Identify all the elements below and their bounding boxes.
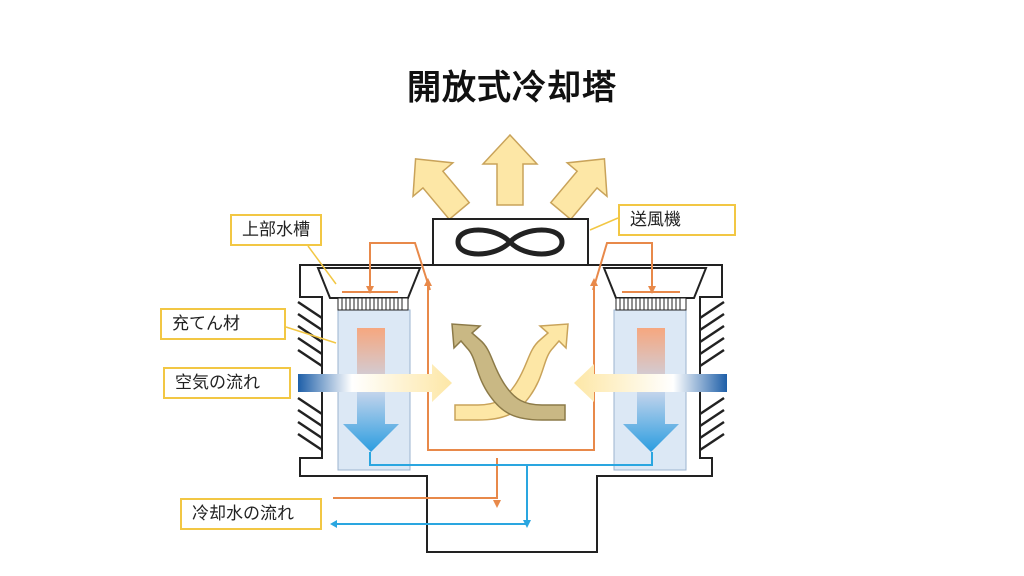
infinity-fan-icon: [455, 227, 565, 257]
callout-fill: 充てん材: [160, 308, 286, 340]
up-right-arrow-icon: [549, 158, 608, 221]
tower-structure: [299, 264, 723, 553]
left-arrow-icon: [574, 364, 727, 402]
exhaust-arrows: [412, 133, 608, 221]
callout-air-flow: 空気の流れ: [163, 367, 291, 399]
page-title: 開放式冷却塔: [407, 68, 617, 108]
left-air-intake: [298, 364, 452, 402]
callout-upper-tank: 上部水槽: [230, 214, 322, 246]
callout-water-flow: 冷却水の流れ: [180, 498, 322, 530]
right-arrow-icon: [298, 364, 452, 402]
left-louvers: [297, 300, 323, 452]
fan-housing: [432, 218, 589, 266]
callout-fan: 送風機: [618, 204, 736, 236]
right-upper-basin: [602, 267, 708, 311]
up-left-arrow-icon: [412, 158, 471, 221]
up-arrow-icon: [481, 133, 539, 206]
leader-lines: [285, 217, 619, 344]
right-louvers: [699, 300, 725, 452]
right-air-intake: [574, 364, 727, 402]
twisted-airflow: [451, 323, 569, 421]
